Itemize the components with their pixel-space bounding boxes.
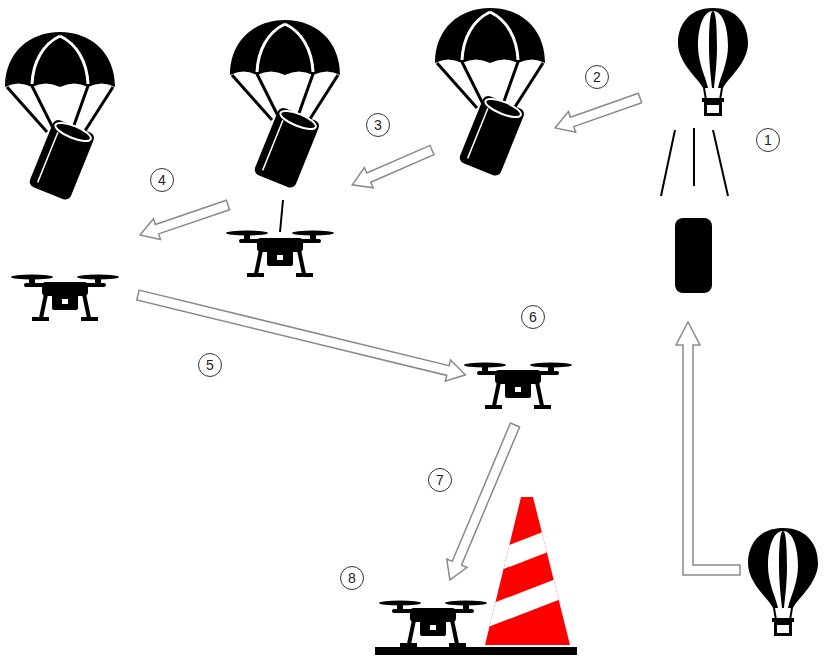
flow-arrows [135, 88, 740, 585]
parachute-icon [230, 20, 340, 189]
callout-number: 5 [198, 353, 222, 377]
parachute-icon [435, 8, 545, 177]
drone-icon [464, 363, 572, 410]
payload-canister [675, 218, 712, 293]
traffic-cone [470, 497, 600, 645]
balloon-icon [678, 8, 748, 115]
callout-number: 1 [756, 128, 780, 152]
drone-icon [226, 231, 334, 278]
callout-number: 2 [585, 65, 609, 89]
callout-number: 4 [150, 168, 174, 192]
callout-number: 3 [366, 113, 390, 137]
callout-number: 6 [521, 305, 545, 329]
callout-number: 8 [340, 566, 364, 590]
callout-number: 7 [428, 468, 452, 492]
drone-icon [11, 275, 119, 322]
drone-icon [379, 601, 487, 648]
balloon-icon [748, 528, 818, 635]
ground-bar [375, 647, 577, 655]
parachute-icon [5, 32, 115, 201]
